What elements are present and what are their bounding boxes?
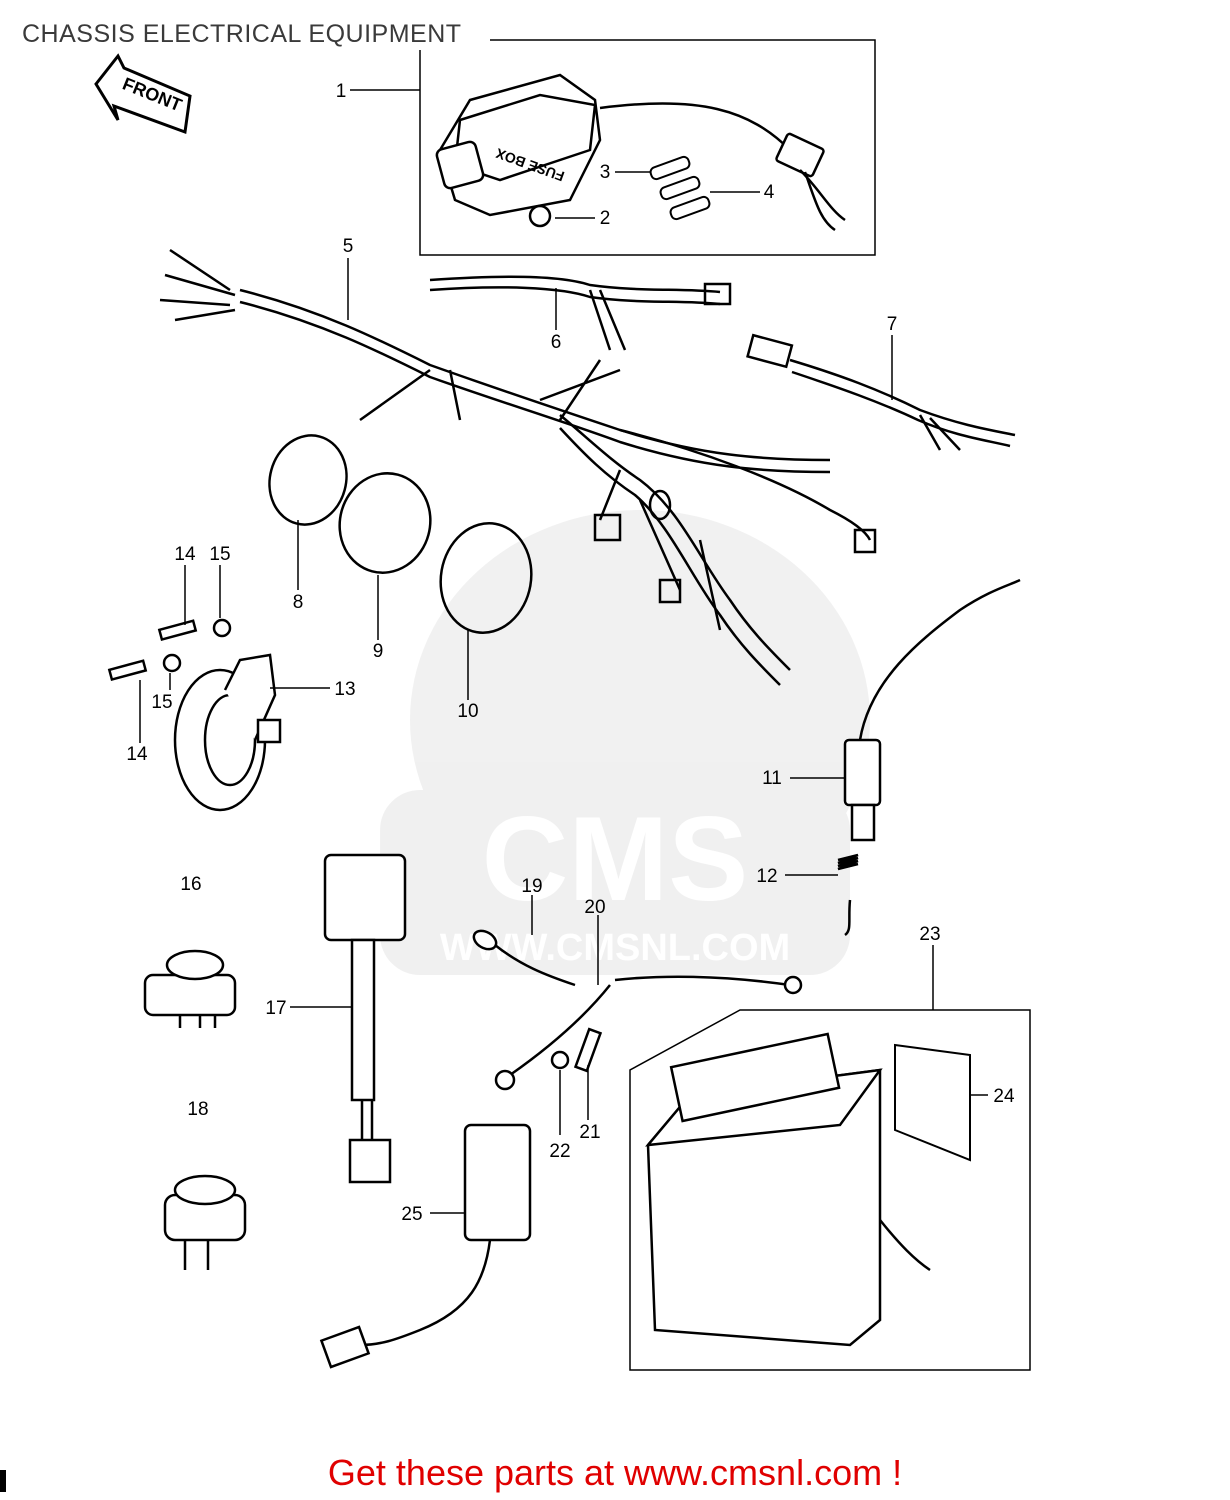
battery [645, 1032, 931, 1347]
callout-7: 7 [887, 314, 898, 335]
callout-9: 9 [373, 641, 384, 662]
callout-15-top: 15 [209, 544, 230, 565]
diagram-title: CHASSIS ELECTRICAL EQUIPMENT [22, 20, 462, 48]
callout-14-top: 14 [174, 544, 196, 565]
callout-15-bottom: 15 [151, 692, 172, 713]
callout-10: 10 [457, 701, 478, 722]
callout-19: 19 [521, 876, 542, 897]
callout-2: 2 [600, 208, 611, 229]
callout-23: 23 [919, 924, 940, 945]
callout-8: 8 [293, 592, 304, 613]
part-25 [319, 1123, 532, 1369]
callout-17: 17 [265, 998, 286, 1019]
harness-7 [746, 333, 1016, 451]
cms-watermark: CMS WWW.CMSNL.COM [380, 510, 870, 975]
callout-6: 6 [551, 332, 562, 353]
callout-numbers: 1 2 3 4 5 6 7 8 9 10 11 12 13 14 15 14 1… [126, 81, 1015, 1225]
callout-12: 12 [756, 866, 777, 887]
fuses [649, 155, 711, 221]
corner-mark [0, 1470, 6, 1492]
main-harness [159, 248, 877, 686]
sub-harness-6 [429, 275, 732, 351]
callout-5: 5 [343, 236, 354, 257]
callout-22: 22 [549, 1141, 570, 1162]
relay-18 [163, 1174, 247, 1270]
callout-16: 16 [180, 874, 201, 895]
callout-13: 13 [334, 679, 355, 700]
callout-20: 20 [584, 897, 605, 918]
callout-18: 18 [187, 1099, 208, 1120]
label-24 [894, 1043, 971, 1162]
fuse-box-frame [419, 39, 876, 256]
ground-cables [472, 929, 803, 1091]
callout-leaders [139, 89, 988, 1214]
watermark-logo-text: CMS [482, 792, 749, 926]
callout-14-bottom: 14 [126, 744, 148, 765]
relay-16 [143, 949, 237, 1028]
footer-cta-link[interactable]: Get these parts at www.cmsnl.com ! [327, 1452, 903, 1493]
callout-3: 3 [600, 162, 611, 183]
callout-4: 4 [764, 182, 775, 203]
callout-11: 11 [762, 768, 782, 789]
callout-24: 24 [993, 1086, 1015, 1107]
straps [268, 434, 533, 634]
horn [107, 618, 282, 812]
brake-switch [837, 578, 1021, 937]
part-17 [323, 853, 407, 1184]
front-arrow-icon: FRONT [94, 53, 192, 135]
battery-frame [629, 1009, 1031, 1371]
callout-1: 1 [336, 81, 347, 102]
callout-25: 25 [401, 1204, 422, 1225]
fuse-box: FUSE BOX [435, 73, 846, 232]
callout-21: 21 [579, 1122, 600, 1143]
